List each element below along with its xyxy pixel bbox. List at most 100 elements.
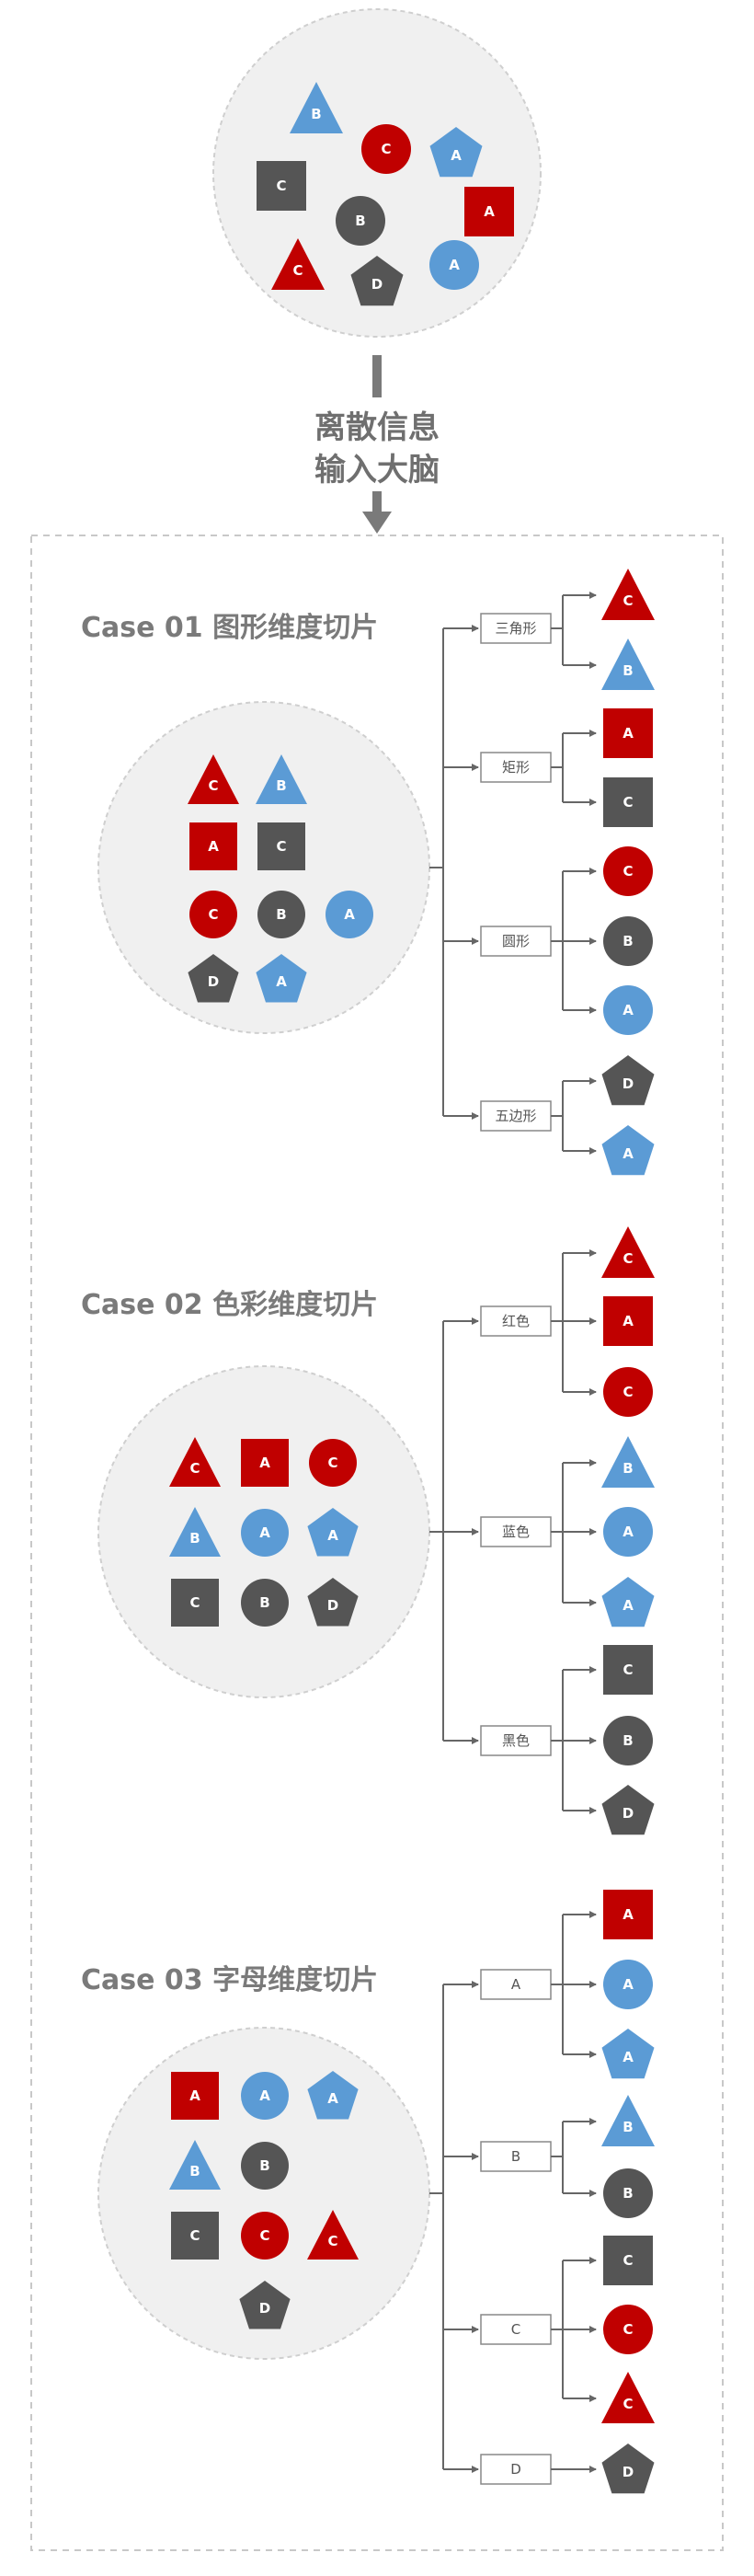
shape-letter: A bbox=[259, 2087, 270, 2104]
circle-dark-b-icon: B bbox=[603, 2168, 653, 2218]
shape-letter: D bbox=[259, 2300, 270, 2317]
shape-letter: C bbox=[327, 1455, 337, 1471]
triangle-blue-b-icon: B bbox=[256, 754, 307, 804]
shape-letter: D bbox=[623, 1805, 634, 1822]
circle-dark-b-icon: B bbox=[241, 2142, 289, 2190]
shape-letter: C bbox=[623, 1384, 633, 1400]
pentagon-blue-a-icon: A bbox=[601, 1577, 655, 1627]
shape-letter: B bbox=[189, 1530, 200, 1547]
circle-blue-a-icon: A bbox=[429, 240, 479, 290]
connector-line-top bbox=[372, 355, 382, 397]
square-red-a-icon: A bbox=[603, 1890, 653, 1939]
shape-letter: B bbox=[623, 1460, 633, 1477]
pentagon-blue-a-icon: A bbox=[256, 954, 307, 1003]
shape-letter: A bbox=[484, 203, 495, 220]
shape-letter: D bbox=[623, 2464, 634, 2480]
category-label: 矩形 bbox=[502, 759, 530, 776]
shape-letter: C bbox=[276, 178, 286, 194]
shape-letter: B bbox=[623, 1732, 633, 1749]
shape-letter: D bbox=[208, 973, 219, 990]
shape-letter: B bbox=[623, 2119, 633, 2135]
shape-letter: C bbox=[623, 863, 633, 880]
circle-blue-a-icon: A bbox=[603, 1507, 653, 1557]
category-label: 黑色 bbox=[502, 1732, 530, 1749]
pentagon-dark-d-icon: D bbox=[601, 1055, 655, 1106]
shape-letter: D bbox=[623, 1075, 634, 1092]
shape-letter: C bbox=[623, 794, 633, 811]
circle-blue-a-icon: A bbox=[241, 1509, 289, 1557]
pentagon-dark-d-icon: D bbox=[350, 256, 404, 306]
category-label: 五边形 bbox=[495, 1108, 536, 1124]
shape-letter: A bbox=[623, 1002, 634, 1018]
shape-letter: A bbox=[623, 725, 634, 742]
shape-letter: B bbox=[355, 213, 365, 229]
circle-red-c-icon: C bbox=[189, 891, 237, 938]
shape-letter: B bbox=[623, 662, 633, 679]
shape-letter: C bbox=[189, 1460, 200, 1477]
shape-letter: B bbox=[623, 933, 633, 949]
triangle-blue-b-icon: B bbox=[601, 2095, 655, 2146]
shape-letter: B bbox=[623, 2185, 633, 2202]
pentagon-blue-a-icon: A bbox=[307, 1508, 359, 1557]
triangle-red-c-icon: C bbox=[601, 569, 655, 620]
shape-letter: D bbox=[327, 1597, 338, 1614]
cases-container bbox=[30, 535, 724, 2551]
shape-letter: A bbox=[623, 1313, 634, 1329]
category-label: 蓝色 bbox=[502, 1524, 530, 1540]
square-dark-c-icon: C bbox=[257, 822, 305, 870]
shape-letter: B bbox=[189, 2163, 200, 2179]
triangle-blue-b-icon: B bbox=[169, 1507, 221, 1557]
shape-letter: B bbox=[259, 1594, 269, 1611]
category-label: 三角形 bbox=[495, 620, 536, 637]
case-03-title: Case 03 字母维度切片 bbox=[81, 1964, 378, 1996]
shape-letter: A bbox=[623, 1906, 634, 1923]
circle-blue-a-icon: A bbox=[241, 2072, 289, 2120]
shape-letter: C bbox=[189, 1594, 200, 1611]
shape-letter: A bbox=[344, 906, 355, 923]
square-red-a-icon: A bbox=[464, 187, 514, 236]
circle-blue-a-icon: A bbox=[603, 985, 653, 1035]
square-red-a-icon: A bbox=[603, 708, 653, 758]
connector-line-bottom bbox=[372, 491, 382, 513]
square-red-a-icon: A bbox=[603, 1296, 653, 1346]
shape-letter: B bbox=[276, 906, 286, 923]
input-label-line2: 输入大脑 bbox=[314, 452, 440, 489]
triangle-red-c-icon: C bbox=[188, 754, 239, 804]
shape-letter: A bbox=[259, 1524, 270, 1541]
shape-letter: A bbox=[327, 1527, 338, 1544]
square-red-a-icon: A bbox=[189, 822, 237, 870]
shape-letter: A bbox=[623, 2049, 634, 2065]
pentagon-dark-d-icon: D bbox=[307, 1578, 359, 1627]
circle-blue-a-icon: A bbox=[326, 891, 373, 938]
shape-letter: C bbox=[189, 2227, 200, 2244]
circle-dark-b-icon: B bbox=[241, 1579, 289, 1627]
shape-letter: A bbox=[623, 1524, 634, 1540]
input-connector: 离散信息 输入大脑 bbox=[314, 355, 440, 534]
triangle-blue-b-icon: B bbox=[169, 2140, 221, 2190]
triangle-red-c-icon: C bbox=[271, 238, 325, 290]
category-label: 红色 bbox=[502, 1313, 530, 1329]
triangle-blue-b-icon: B bbox=[601, 1436, 655, 1488]
shape-letter: A bbox=[623, 1597, 634, 1614]
shape-letter: A bbox=[623, 1145, 634, 1162]
shape-letter: A bbox=[189, 2087, 200, 2104]
square-dark-c-icon: C bbox=[603, 2236, 653, 2285]
pentagon-blue-a-icon: A bbox=[429, 127, 483, 178]
shape-letter: D bbox=[371, 276, 383, 293]
category-box bbox=[480, 2141, 552, 2172]
circle-dark-b-icon: B bbox=[336, 196, 385, 246]
category-label: C bbox=[511, 2321, 520, 2338]
circle-dark-b-icon: B bbox=[257, 891, 305, 938]
circle-dark-b-icon: B bbox=[603, 1716, 653, 1765]
square-dark-c-icon: C bbox=[603, 1645, 653, 1695]
shape-letter: B bbox=[259, 2157, 269, 2174]
